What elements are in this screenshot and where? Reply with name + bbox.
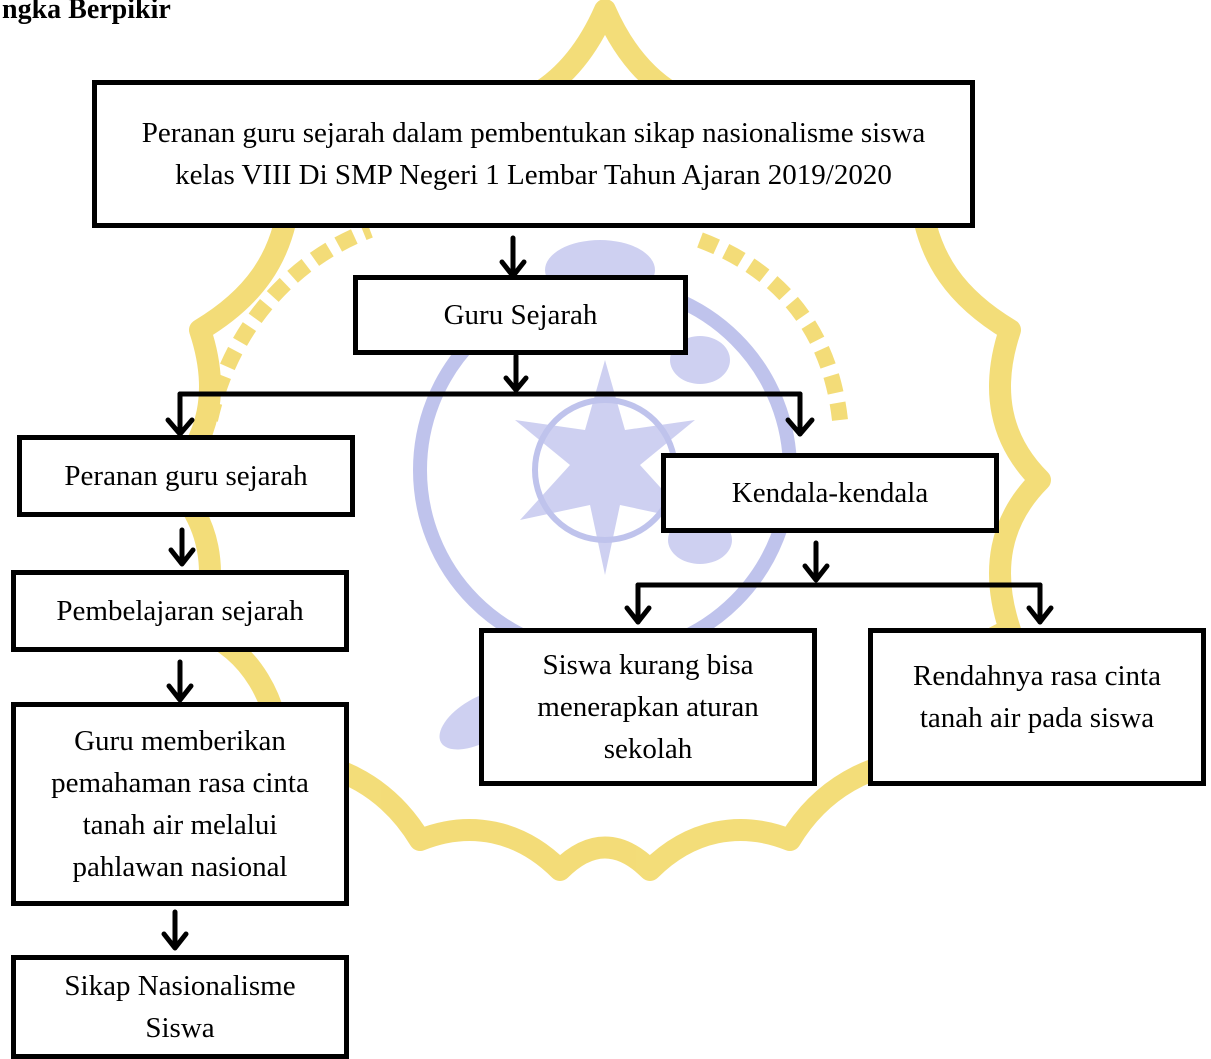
arrowhead: [166, 683, 194, 703]
node-sikap-label: Sikap Nasionalisme Siswa: [64, 970, 296, 1044]
connectors: [161, 235, 1054, 951]
node-kendala-2-label: Rendahnya rasa cinta tanah air pada sisw…: [912, 660, 1161, 734]
node-kendala-2: Rendahnya rasa cinta tanah air pada sisw…: [868, 628, 1206, 786]
arrowhead: [785, 417, 815, 437]
arrowhead: [168, 547, 196, 567]
arrowhead: [161, 931, 189, 951]
node-kendala-1: Siswa kurang bisa menerapkan aturan seko…: [479, 628, 817, 786]
arrowhead: [165, 417, 195, 437]
arrowhead: [503, 375, 529, 393]
arrowhead: [624, 605, 652, 625]
node-guru-sejarah: Guru Sejarah: [353, 275, 688, 355]
node-peranan: Peranan guru sejarah: [17, 435, 355, 517]
node-peranan-label: Peranan guru sejarah: [64, 460, 308, 492]
node-pemahaman: Guru memberikan pemahaman rasa cinta tan…: [11, 702, 349, 906]
watermark-arc-text-left: [202, 222, 373, 422]
node-root: Peranan guru sejarah dalam pembentukan s…: [92, 80, 975, 228]
node-pemahaman-label: Guru memberikan pemahaman rasa cinta tan…: [51, 725, 309, 883]
node-sikap: Sikap Nasionalisme Siswa: [11, 955, 349, 1059]
node-kendala-1-label: Siswa kurang bisa menerapkan aturan seko…: [537, 649, 759, 765]
node-kendala: Kendala-kendala: [661, 453, 999, 533]
node-root-label: Peranan guru sejarah dalam pembentukan s…: [141, 117, 926, 191]
node-kendala-label: Kendala-kendala: [731, 477, 929, 509]
heading-partial: ngka Berpikir: [2, 0, 171, 25]
watermark-star: [515, 360, 695, 575]
watermark-arc-text-right: [697, 232, 848, 421]
node-pembelajaran-label: Pembelajaran sejarah: [56, 595, 304, 627]
watermark-seal-outline: [159, 0, 1051, 881]
node-guru-sejarah-label: Guru Sejarah: [443, 299, 598, 331]
arrowhead: [802, 563, 830, 583]
arrowhead: [1026, 605, 1054, 625]
node-pembelajaran: Pembelajaran sejarah: [11, 570, 349, 652]
